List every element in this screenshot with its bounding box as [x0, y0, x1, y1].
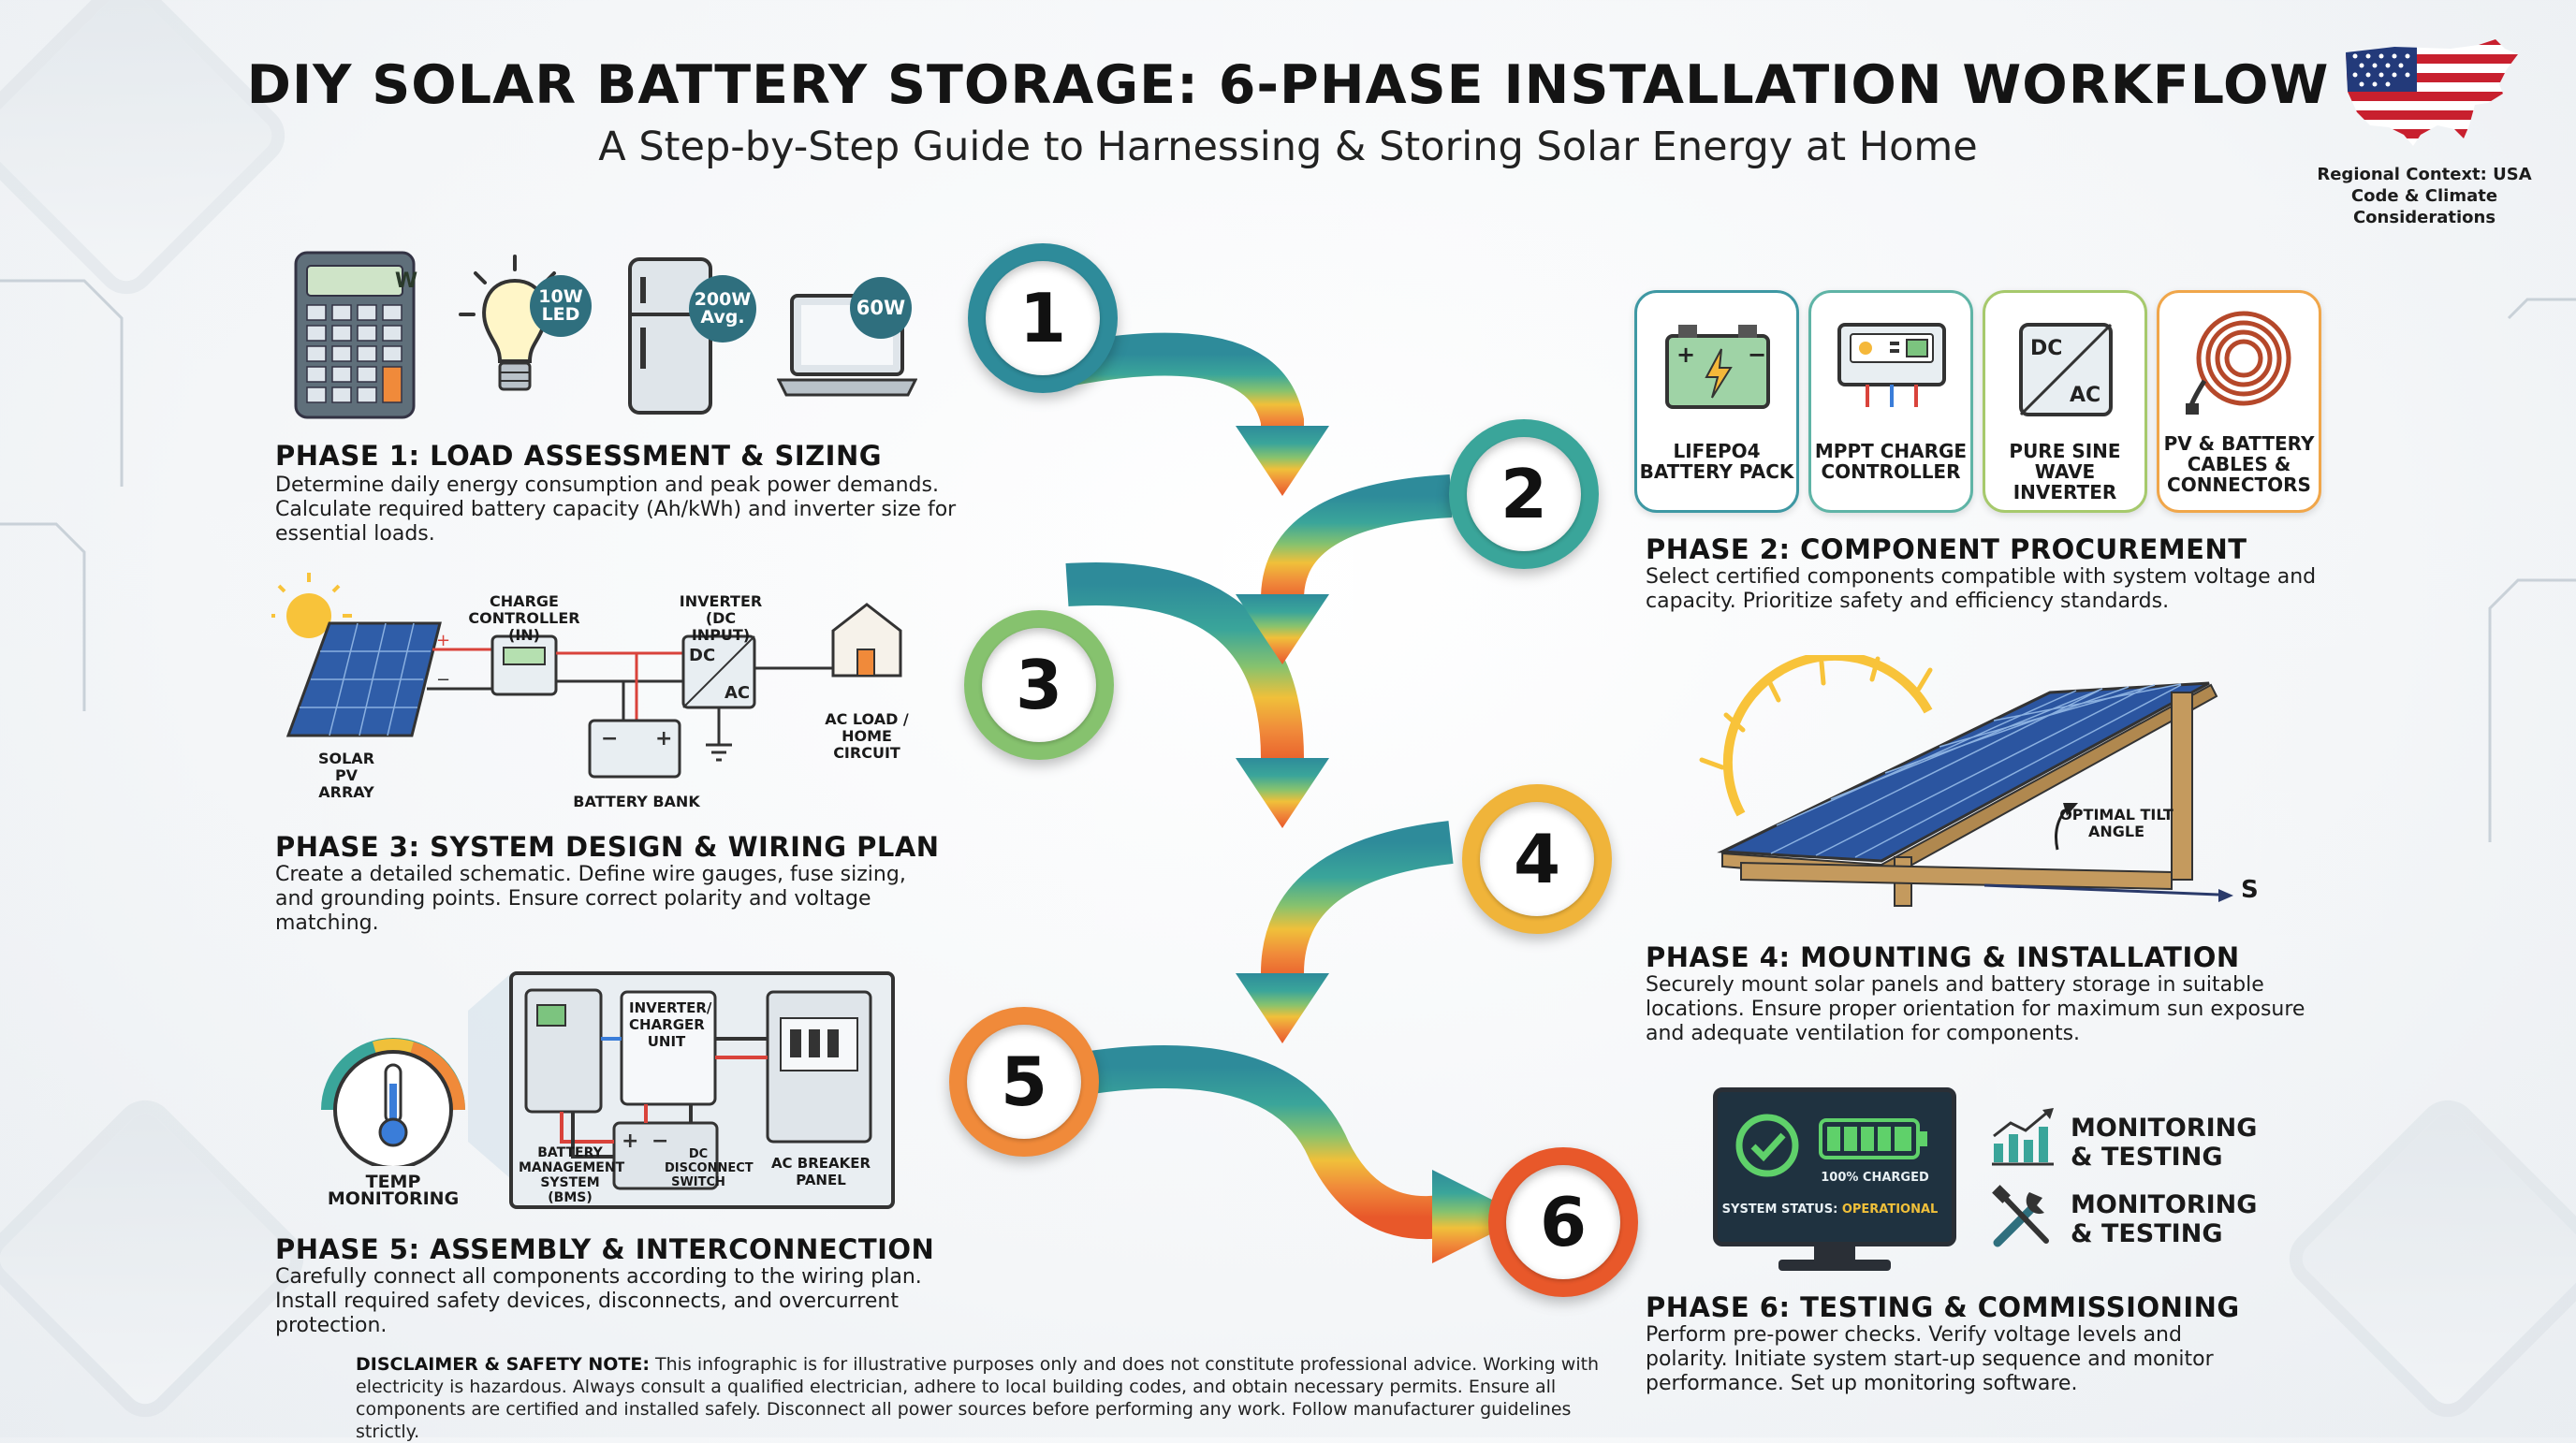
phase-5-title: PHASE 5: ASSEMBLY & INTERCONNECTION	[275, 1233, 935, 1265]
label-dc-disconnect: DC DISCONNECT SWITCH	[665, 1147, 754, 1189]
component-label-charge-controller: MPPT CHARGE CONTROLLER	[1814, 440, 1968, 483]
light-bulb-icon	[459, 255, 556, 391]
monitor-base	[1778, 1260, 1891, 1271]
label-battery-bank: BATTERY BANK	[573, 793, 700, 810]
svg-text:AC: AC	[724, 683, 750, 703]
calculator-display: W	[394, 270, 418, 293]
phase-5-assembly-illustration: TEMP MONITORING + − INVERTER/ CHARGER UN…	[300, 964, 899, 1217]
fridge-watt-badge: 200W Avg.	[689, 275, 756, 343]
component-card-cables: PV & BATTERY CABLES & CONNECTORS	[2157, 290, 2321, 513]
step-6-badge: 6	[1488, 1147, 1638, 1297]
component-label-cables: PV & BATTERY CABLES & CONNECTORS	[2163, 432, 2315, 496]
charge-controller-icon	[1837, 323, 1946, 407]
phase-4-title: PHASE 4: MOUNTING & INSTALLATION	[1646, 941, 2240, 973]
assembly-panel-board: + −	[468, 971, 895, 1209]
tools-icon	[1992, 1185, 2049, 1247]
svg-text:+: +	[622, 1130, 638, 1153]
inverter-icon: DC AC	[2019, 323, 2113, 416]
phase-2-description: Select certified components compatible w…	[1646, 565, 2317, 613]
phase-3-title: PHASE 3: SYSTEM DESIGN & WIRING PLAN	[275, 831, 940, 863]
svg-text:DC: DC	[689, 646, 715, 665]
label-ac-breaker-panel: AC BREAKER PANEL	[770, 1155, 871, 1188]
battery-full-icon	[1819, 1118, 1927, 1159]
system-status-text: SYSTEM STATUS: OPERATIONAL	[1721, 1202, 1939, 1217]
component-card-charge-controller: MPPT CHARGE CONTROLLER	[1808, 290, 1973, 513]
charge-status-text: 100% CHARGED	[1821, 1171, 1929, 1185]
step-3-badge: 3	[964, 610, 1114, 760]
monitor-stand	[1814, 1245, 1855, 1261]
phase-6-monitor-illustration: 100% CHARGED SYSTEM STATUS: OPERATIONAL	[1713, 1087, 1956, 1286]
svg-text:+: +	[1676, 342, 1695, 368]
page-title: DIY SOLAR BATTERY STORAGE: 6-PHASE INSTA…	[246, 54, 2330, 116]
phase-6-description: Perform pre-power checks. Verify voltage…	[1646, 1323, 2214, 1395]
phase-6-title: PHASE 6: TESTING & COMMISSIONING	[1646, 1291, 2240, 1323]
check-circle-icon	[1735, 1114, 1799, 1177]
battery-icon: + −	[1665, 325, 1770, 409]
region-note: Regional Context: USA Code & Climate Con…	[2317, 165, 2532, 227]
phase-1-title: PHASE 1: LOAD ASSESSMENT & SIZING	[275, 440, 883, 472]
phase-3-description: Create a detailed schematic. Define wire…	[275, 863, 906, 935]
disclaimer: DISCLAIMER & SAFETY NOTE: This infograph…	[356, 1353, 1610, 1443]
step-4-badge: 4	[1462, 784, 1612, 934]
phase-4-mounting-illustration: OPTIMAL TILT ANGLE S	[1685, 655, 2303, 926]
monitoring-label-2: MONITORING & TESTING	[2071, 1190, 2258, 1248]
component-label-battery: LIFEPO4 BATTERY PACK	[1639, 440, 1794, 483]
phase-5-description: Carefully connect all components accordi…	[275, 1265, 922, 1337]
phase-1-description: Determine daily energy consumption and p…	[275, 474, 957, 546]
bulb-watt-badge: 10W LED	[530, 275, 592, 337]
refrigerator-icon	[628, 257, 712, 415]
page-subtitle: A Step-by-Step Guide to Harnessing & Sto…	[598, 124, 1978, 170]
tilted-panel-illustration	[1699, 655, 2233, 907]
label-ac-load: AC LOAD / HOME CIRCUIT	[825, 710, 909, 762]
label-solar-pv-array: SOLAR PV ARRAY	[317, 750, 375, 801]
temp-monitoring-label: TEMP MONITORING	[327, 1172, 460, 1209]
svg-text:−: −	[651, 1130, 668, 1153]
monitoring-label-1: MONITORING & TESTING	[2071, 1114, 2258, 1172]
step-1-badge: 1	[968, 243, 1118, 393]
cable-coil-icon	[2186, 311, 2291, 415]
label-inverter-charger: INVERTER/ CHARGER UNIT	[629, 999, 712, 1050]
label-charge-controller: CHARGE CONTROLLER (IN)	[468, 592, 580, 644]
svg-text:+: +	[655, 727, 672, 751]
monitor-screen: 100% CHARGED SYSTEM STATUS: OPERATIONAL	[1713, 1087, 1956, 1246]
phase-2-title: PHASE 2: COMPONENT PROCUREMENT	[1646, 533, 2247, 565]
component-label-inverter: PURE SINE WAVE INVERTER	[2009, 440, 2121, 503]
wiring-schematic: + − − + DC AC	[271, 573, 902, 779]
tilt-angle-label: OPTIMAL TILT ANGLE	[2059, 806, 2174, 840]
usa-map-flag-icon	[2346, 39, 2518, 146]
svg-text:DC: DC	[2030, 337, 2062, 360]
label-bms: BATTERY MANAGEMENT SYSTEM (BMS)	[519, 1145, 625, 1205]
svg-text:−: −	[436, 670, 450, 690]
workflow-arrows	[1062, 332, 1526, 1263]
disclaimer-text: This infographic is for illustrative pur…	[356, 1354, 1600, 1442]
component-card-inverter: DC AC PURE SINE WAVE INVERTER	[1983, 290, 2147, 513]
step-5-badge: 5	[949, 1007, 1099, 1157]
phase-3-wiring-diagram: + − − + DC AC SOLAR PV ARRAY CHARGE CONT…	[271, 571, 945, 824]
laptop-watt-badge: 60W	[850, 277, 912, 339]
phase-1-section: W 10W LED 200W Avg. 60W	[271, 243, 983, 524]
svg-text:−: −	[601, 727, 618, 751]
growth-chart-icon	[1992, 1108, 2054, 1166]
disclaimer-heading: DISCLAIMER & SAFETY NOTE:	[356, 1354, 650, 1375]
component-card-battery: + − LIFEPO4 BATTERY PACK	[1634, 290, 1799, 513]
step-2-badge: 2	[1449, 419, 1599, 569]
svg-text:+: +	[436, 631, 450, 650]
phase-4-description: Securely mount solar panels and battery …	[1646, 973, 2305, 1045]
calculator-icon	[294, 251, 416, 419]
svg-text:AC: AC	[2070, 384, 2100, 407]
label-inverter: INVERTER (DC INPUT)	[679, 592, 763, 644]
south-direction-label: S	[2241, 876, 2259, 904]
svg-text:−: −	[1748, 342, 1766, 368]
temperature-gauge-icon	[321, 1038, 465, 1166]
phase-2-components: + − LIFEPO4 BATTERY PACK MPPT CHARGE CON…	[1634, 290, 2327, 515]
